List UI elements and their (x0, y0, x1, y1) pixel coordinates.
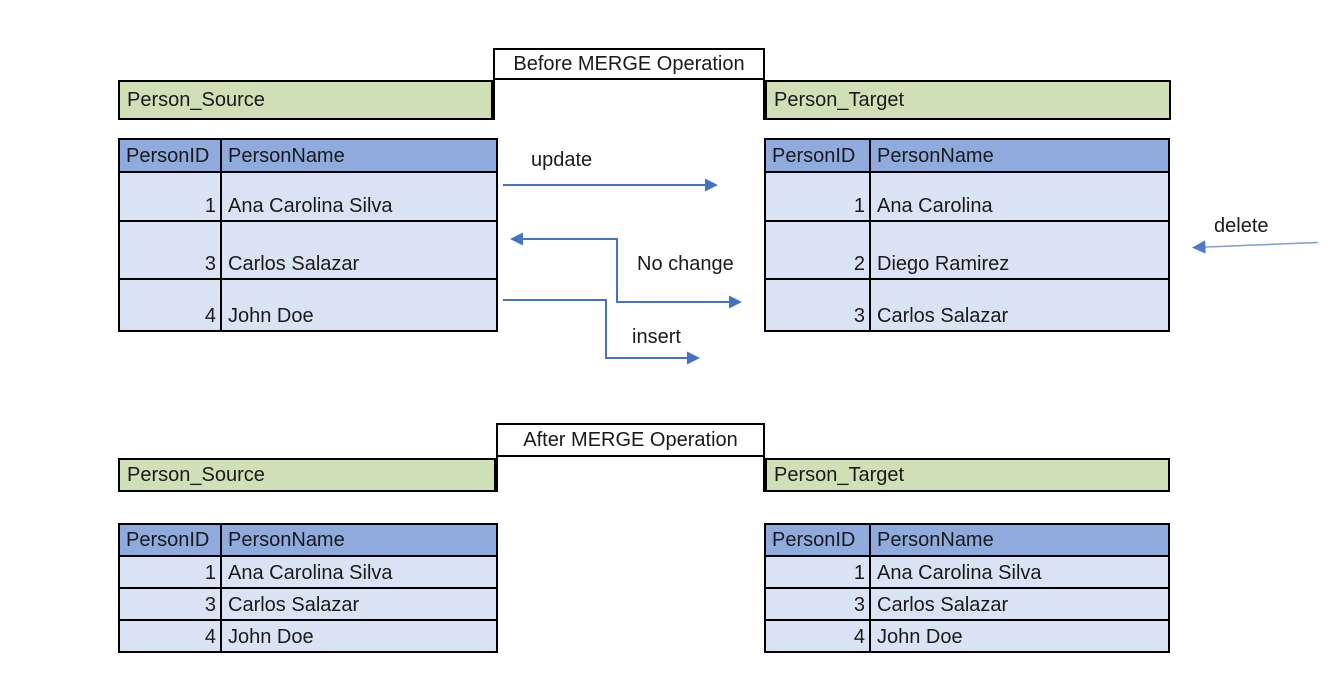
delete-arrow (1191, 240, 1319, 254)
table-cell: 3 (120, 220, 220, 278)
table-cell: Ana Carolina Silva (869, 555, 1168, 587)
table-cell: Ana Carolina Silva (220, 171, 496, 220)
before-source-banner: Person_Source (118, 80, 493, 120)
after-source-table: PersonID PersonName 1 Ana Carolina Silva… (118, 523, 498, 653)
header-cell: PersonID (120, 525, 220, 555)
before-source-table: PersonID PersonName 1 Ana Carolina Silva… (118, 138, 498, 332)
before-title-spacer (493, 78, 765, 120)
before-source-banner-label: Person_Source (127, 88, 265, 111)
before-title-text: Before MERGE Operation (513, 52, 745, 75)
table-cell: Diego Ramirez (869, 220, 1168, 278)
table-cell: 4 (120, 619, 220, 651)
table-cell: 4 (120, 278, 220, 330)
table-cell: Carlos Salazar (220, 220, 496, 278)
before-target-table: PersonID PersonName 1 Ana Carolina 2 Die… (764, 138, 1170, 332)
table-cell: Carlos Salazar (869, 278, 1168, 330)
header-cell: PersonName (220, 525, 496, 555)
header-cell: PersonID (120, 140, 220, 171)
update-arrow-label: update (531, 149, 593, 171)
after-source-banner: Person_Source (118, 458, 496, 492)
table-cell: 3 (120, 587, 220, 619)
after-target-banner: Person_Target (765, 458, 1170, 492)
header-cell: PersonID (766, 140, 869, 171)
no-change-arrow-label: No change (637, 253, 734, 275)
header-cell: PersonName (869, 140, 1168, 171)
table-cell: Carlos Salazar (220, 587, 496, 619)
before-target-banner: Person_Target (765, 80, 1171, 120)
table-cell: 1 (766, 555, 869, 587)
table-cell: 4 (766, 619, 869, 651)
header-cell: PersonName (220, 140, 496, 171)
table-cell: 1 (120, 555, 220, 587)
table-cell: Carlos Salazar (869, 587, 1168, 619)
insert-arrow-label: insert (632, 326, 681, 348)
delete-arrow-label: delete (1214, 215, 1269, 237)
after-source-banner-label: Person_Source (127, 463, 265, 486)
table-cell: Ana Carolina (869, 171, 1168, 220)
table-cell: 1 (120, 171, 220, 220)
table-cell: John Doe (220, 619, 496, 651)
after-target-table: PersonID PersonName 1 Ana Carolina Silva… (764, 523, 1170, 653)
header-cell: PersonID (766, 525, 869, 555)
table-cell: John Doe (869, 619, 1168, 651)
before-target-banner-label: Person_Target (774, 88, 905, 111)
table-cell: 1 (766, 171, 869, 220)
after-section-title: After MERGE Operation (496, 423, 765, 457)
table-cell: 2 (766, 220, 869, 278)
after-title-text: After MERGE Operation (523, 428, 738, 451)
table-cell: 3 (766, 587, 869, 619)
table-cell: John Doe (220, 278, 496, 330)
before-section-title: Before MERGE Operation (493, 48, 765, 80)
header-cell: PersonName (869, 525, 1168, 555)
table-cell: 3 (766, 278, 869, 330)
after-target-banner-label: Person_Target (774, 463, 905, 486)
table-cell: Ana Carolina Silva (220, 555, 496, 587)
after-title-spacer (496, 455, 765, 492)
